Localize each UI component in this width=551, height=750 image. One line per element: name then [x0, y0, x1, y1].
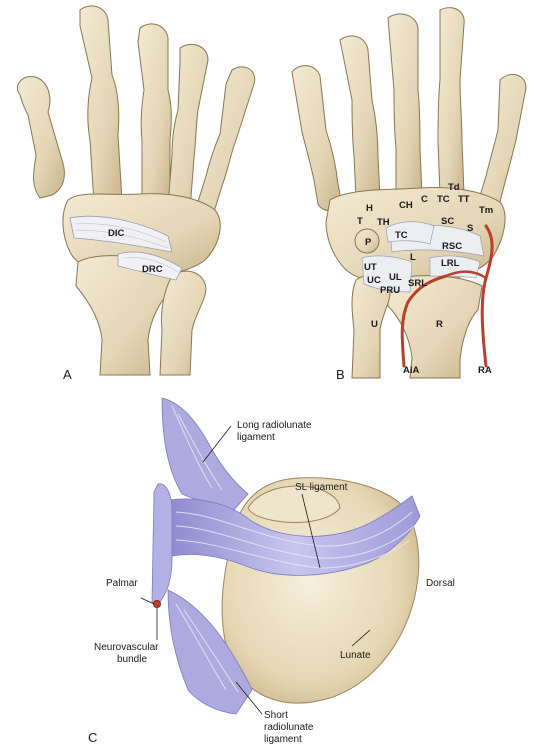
thumb-bones-b: [479, 73, 527, 207]
label-tt: TT: [458, 194, 470, 205]
label-l: L: [410, 252, 416, 263]
label-c: C: [421, 194, 428, 205]
label-td: Td: [448, 182, 460, 193]
palmar-ligament-strip: [151, 483, 173, 605]
label-lrl: LRL: [441, 258, 460, 269]
ulnar-ligaments: [361, 255, 413, 293]
panel-a-hand-dorsal: DIC DRC A: [16, 5, 256, 382]
label-ra: RA: [478, 365, 492, 376]
label-dic: DIC: [108, 228, 125, 239]
label-pru: PRU: [380, 285, 400, 296]
panel-letter-a: A: [63, 367, 72, 382]
label-dorsal: Dorsal: [426, 578, 455, 589]
label-u: U: [371, 319, 378, 330]
ring-finger-bones-b: [339, 35, 381, 206]
leader-palmar: [140, 597, 155, 605]
label-short-radiolunate-1: Short: [264, 710, 288, 721]
dic-ligament: [69, 215, 173, 253]
label-tm: Tm: [479, 205, 493, 216]
label-sc: SC: [441, 216, 454, 227]
leader-lunate: [351, 629, 371, 647]
label-h: H: [366, 203, 373, 214]
index-finger-bones-a: [79, 5, 123, 210]
leader-long-radiolunate: [202, 425, 232, 463]
little-finger-bones-b: [291, 65, 343, 212]
label-lunate: Lunate: [340, 650, 371, 661]
tc-ligament: [385, 221, 435, 245]
label-drc: DRC: [142, 264, 163, 275]
label-t: T: [357, 216, 363, 227]
artery-branch: [444, 270, 488, 280]
thumb-bones-a: [16, 76, 65, 199]
middle-finger-bones-a: [137, 23, 172, 208]
label-tc-top: TC: [437, 194, 450, 205]
middle-finger-bones-b: [387, 13, 423, 204]
label-srl: SRL: [408, 278, 427, 289]
label-uc: UC: [367, 275, 381, 286]
label-neurovascular-2: bundle: [117, 654, 147, 665]
leader-sl-ligament: [301, 493, 321, 569]
label-rsc: RSC: [442, 241, 462, 252]
panel-c-lunate: Long radiolunate ligament SL ligament Pa…: [88, 397, 455, 745]
panel-letter-b: B: [336, 367, 345, 382]
label-aia: AIA: [403, 365, 420, 376]
short-radiolunate-ligament: [167, 589, 253, 715]
label-ul: UL: [389, 272, 402, 283]
index-finger-bones-b: [437, 7, 465, 202]
lunate-proximal-surface: [247, 485, 341, 523]
drc-ligament: [117, 251, 183, 281]
label-p: P: [365, 237, 372, 248]
label-th: TH: [377, 217, 390, 228]
sl-ligament: [169, 495, 421, 576]
anterior-interosseous-artery: [400, 274, 448, 368]
label-neurovascular-1: Neurovascular: [94, 642, 159, 653]
panel-letter-c: C: [88, 730, 97, 745]
little-finger-bones-a: [195, 66, 256, 221]
neurovascular-bundle-dot: [152, 600, 161, 609]
label-sl-ligament: SL ligament: [295, 482, 348, 493]
panel-b-hand-palmar: Td TC TT H CH C Tm T TH SC S P TC RSC L …: [291, 7, 527, 382]
label-ch: CH: [399, 200, 413, 211]
label-s: S: [467, 223, 473, 234]
label-short-radiolunate-2: radiolunate: [264, 722, 314, 733]
label-long-radiolunate-2: ligament: [237, 432, 275, 443]
label-ut: UT: [364, 262, 377, 273]
label-r: R: [436, 319, 443, 330]
leader-short-radiolunate: [235, 681, 263, 715]
label-short-radiolunate-3: ligament: [264, 734, 302, 745]
ulna-a: [159, 270, 207, 376]
label-palmar: Palmar: [106, 578, 138, 589]
long-radiolunate-ligament: [161, 397, 249, 513]
pisiform-b: [354, 228, 380, 254]
label-long-radiolunate-1: Long radiolunate: [237, 420, 312, 431]
label-tc-mid: TC: [395, 230, 408, 241]
